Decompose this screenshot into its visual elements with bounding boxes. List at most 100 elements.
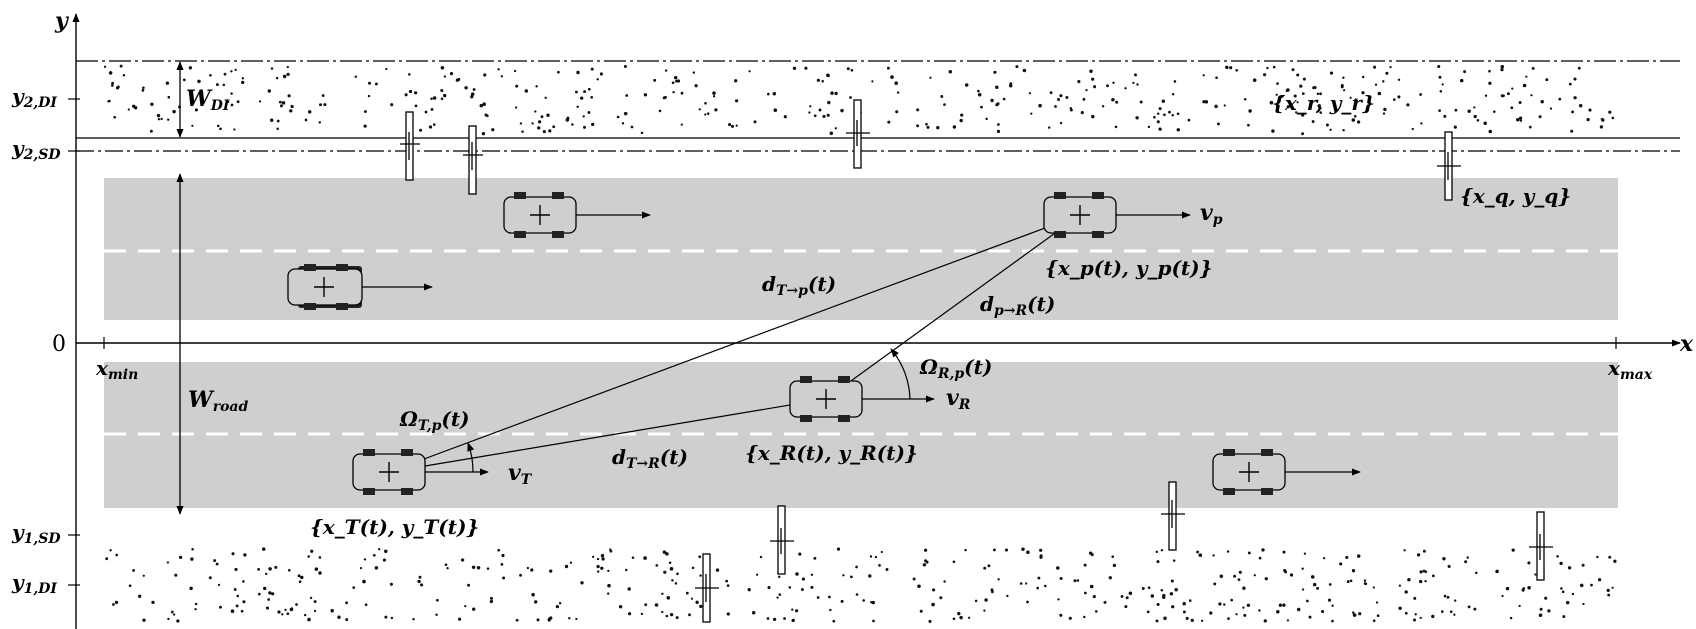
scatter-dot xyxy=(1339,562,1343,566)
scatter-dot xyxy=(307,110,312,114)
scatter-dot xyxy=(1187,118,1191,122)
scatter-dot xyxy=(1453,125,1457,129)
scatter-dot xyxy=(176,619,180,623)
scatter-dot xyxy=(1419,93,1422,96)
scatter-dot xyxy=(735,124,738,127)
scatter-dot xyxy=(778,593,782,596)
scatter-dot xyxy=(747,588,751,592)
scatter-dot xyxy=(1156,112,1160,116)
scatter-dot xyxy=(1176,128,1181,132)
scatter-dot xyxy=(1059,121,1063,125)
scatter-dot xyxy=(816,596,820,599)
scatter-dot xyxy=(1329,71,1334,75)
scatter-dot xyxy=(1437,64,1441,69)
scatter-dot xyxy=(1578,103,1583,108)
scatter-dot xyxy=(481,132,486,136)
scatter-dot xyxy=(1319,107,1322,110)
scatter-dot xyxy=(440,97,444,101)
scatter-dot xyxy=(1115,100,1119,104)
scatter-dot xyxy=(443,75,447,78)
scatter-dot xyxy=(1407,578,1411,582)
scatter-dot xyxy=(1447,564,1451,568)
scatter-dot xyxy=(569,561,573,564)
scatter-dot xyxy=(1511,87,1514,90)
scatter-dot xyxy=(268,567,272,571)
scatter-dot xyxy=(1518,604,1521,608)
scatter-dot xyxy=(662,550,667,554)
scatter-dot xyxy=(1160,549,1164,552)
scatter-dot xyxy=(519,573,522,577)
scatter-dot xyxy=(575,90,578,94)
scatter-dot xyxy=(1342,76,1345,79)
scatter-dot xyxy=(1299,84,1303,88)
scatter-dot xyxy=(384,615,388,619)
scatter-dot xyxy=(952,125,957,129)
scatter-dot xyxy=(836,547,841,551)
scatter-dot xyxy=(1022,68,1027,73)
scatter-dot xyxy=(389,582,393,586)
scatter-dot xyxy=(1345,555,1349,559)
scatter-dot xyxy=(482,102,486,106)
scatter-dot xyxy=(471,565,476,570)
scatter-dot xyxy=(730,124,735,128)
scatter-dot xyxy=(1473,607,1477,611)
scatter-dot xyxy=(767,585,771,590)
scatter-dot xyxy=(417,579,421,584)
scatter-dot xyxy=(984,598,988,602)
scatter-dot xyxy=(1176,112,1180,116)
scatter-dot xyxy=(558,602,562,605)
scatter-dot xyxy=(583,90,587,94)
y-axis-ticks xyxy=(68,98,80,586)
scatter-dot xyxy=(885,568,889,571)
scatter-dot xyxy=(1295,111,1298,114)
scatter-dot xyxy=(783,115,787,119)
scatter-dot xyxy=(188,66,193,70)
scatter-dot xyxy=(671,579,674,582)
post-5 xyxy=(770,505,794,575)
scatter-dot xyxy=(1025,582,1028,585)
scatter-dot xyxy=(728,123,732,127)
scatter-dot xyxy=(592,555,595,559)
scatter-dot xyxy=(821,79,824,83)
scatter-dot xyxy=(916,108,920,112)
scatter-dot xyxy=(1331,604,1334,607)
scatter-dot xyxy=(1538,613,1543,618)
scatter-dot xyxy=(1057,98,1060,101)
scatter-dot xyxy=(115,553,119,557)
scatter-dot xyxy=(795,609,799,613)
scatter-dot xyxy=(699,574,702,577)
scatter-dot xyxy=(288,569,291,572)
scatter-dot xyxy=(1510,106,1514,110)
scatter-dot xyxy=(1560,587,1563,590)
scatter-dot xyxy=(1247,123,1250,127)
scatter-dot xyxy=(166,561,170,564)
scatter-dot xyxy=(1091,77,1095,81)
scatter-dot xyxy=(242,600,246,604)
scatter-dot xyxy=(964,83,969,87)
scatter-dot xyxy=(929,76,932,79)
scatter-dot xyxy=(513,69,517,73)
scatter-dot xyxy=(521,130,524,133)
scatter-dot xyxy=(1329,128,1332,131)
scatter-dot xyxy=(590,95,594,99)
scatter-dot xyxy=(609,549,613,553)
scatter-dot xyxy=(374,566,379,570)
scatter-dot xyxy=(217,583,221,587)
scatter-dot xyxy=(226,100,230,104)
scatter-dot xyxy=(912,577,916,581)
origin-label: 0 xyxy=(52,332,66,357)
scatter-dot xyxy=(850,68,854,72)
scatter-dot xyxy=(489,599,494,604)
scatter-dot xyxy=(424,110,428,114)
scatter-dot xyxy=(783,617,787,620)
scatter-dot xyxy=(1351,118,1356,122)
scatter-dot xyxy=(460,558,465,562)
scatter-dot xyxy=(564,564,569,569)
scatter-dot xyxy=(1264,577,1268,581)
scatter-dot xyxy=(1077,80,1081,84)
scatter-dot xyxy=(668,561,672,564)
scatter-dot xyxy=(497,548,501,552)
scatter-dot xyxy=(519,122,523,125)
scatter-dot xyxy=(442,93,447,98)
scatter-dot xyxy=(298,580,302,583)
